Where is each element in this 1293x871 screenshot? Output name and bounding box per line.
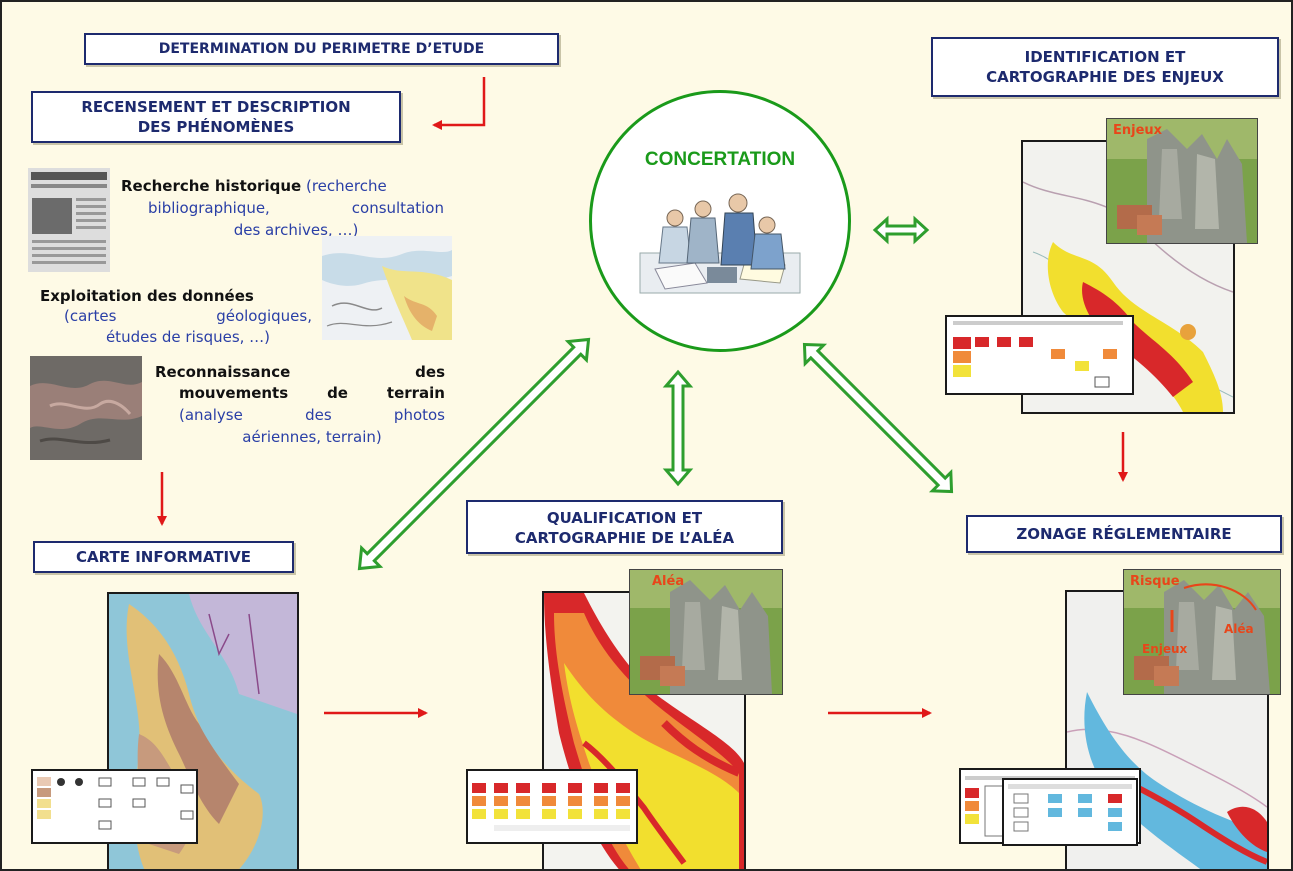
zonage-label: ZONAGE RÉGLEMENTAIRE [1016,525,1232,543]
recherche-title: Recherche historique [121,177,302,195]
double-arrow-concertation-enjeux [872,215,930,245]
zonage-enjeux-label: Enjeux [1142,642,1188,656]
enjeux-label-line2: CARTOGRAPHIE DES ENJEUX [986,68,1224,86]
carte-informative-label: CARTE INFORMATIVE [76,548,251,566]
recherche-line1: (recherche [305,177,387,195]
recherche-line3: des archives, …) [233,221,359,239]
arrow-perimetre-to-recensement [432,77,486,130]
recensement-box: RECENSEMENT ET DESCRIPTION DES PHÉNOMÈNE… [31,91,401,143]
newspaper-icon [28,168,110,272]
recensement-label-line1: RECENSEMENT ET DESCRIPTION [81,98,351,116]
alea-table [466,769,638,844]
zonage-alea-label: Aléa [1224,622,1254,636]
alea-photo-label: Aléa [652,574,685,589]
alea-box: QUALIFICATION ET CARTOGRAPHIE DE L’ALÉA [466,500,783,554]
exploitation-line1: (cartes géologiques, [64,307,312,325]
enjeux-box: IDENTIFICATION ET CARTOGRAPHIE DES ENJEU… [931,37,1279,97]
recensement-label-line2: DES PHÉNOMÈNES [137,118,295,136]
double-arrow-concertation-zonage [802,342,954,494]
aerial-photo-icon [30,356,142,460]
enjeux-photo: Enjeux [1106,118,1258,244]
meeting-illustration-icon [639,193,801,294]
geology-map-icon [322,236,452,340]
enjeux-table [945,315,1134,395]
alea-label-line2: CARTOGRAPHIE DE L’ALÉA [514,529,735,547]
double-arrow-concertation-alea [662,369,694,487]
double-arrow-concertation-carte [357,337,591,571]
zonage-risque-label: Risque [1130,574,1180,589]
recherche-line2: bibliographique, consultation [148,199,444,217]
zonage-box: ZONAGE RÉGLEMENTAIRE [966,515,1282,553]
carte-informative-table [31,769,198,844]
reco-line4: aériennes, terrain) [242,428,382,446]
concertation-circle: CONCERTATION [589,90,851,352]
zonage-photo: Risque Aléa Enjeux [1123,569,1281,695]
reco-line1: Reconnaissance des [155,363,445,381]
carte-informative-box: CARTE INFORMATIVE [33,541,294,573]
alea-label-line1: QUALIFICATION ET [546,509,703,527]
reco-line2: mouvements de terrain [179,384,445,402]
reco-line3: (analyse des photos [179,406,445,424]
perimetre-label: DETERMINATION DU PERIMETRE D’ETUDE [158,41,485,57]
perimetre-box: DETERMINATION DU PERIMETRE D’ETUDE [84,33,559,65]
alea-photo: Aléa [629,569,783,695]
concertation-title: CONCERTATION [644,149,796,170]
enjeux-photo-label: Enjeux [1113,123,1163,138]
recherche-historique-block: Recherche historique (recherche [121,176,444,196]
enjeux-label-line1: IDENTIFICATION ET [1024,48,1186,66]
exploitation-line2: études de risques, …) [105,328,271,346]
exploitation-title: Exploitation des données [40,287,254,305]
zonage-table-front [1002,778,1138,846]
